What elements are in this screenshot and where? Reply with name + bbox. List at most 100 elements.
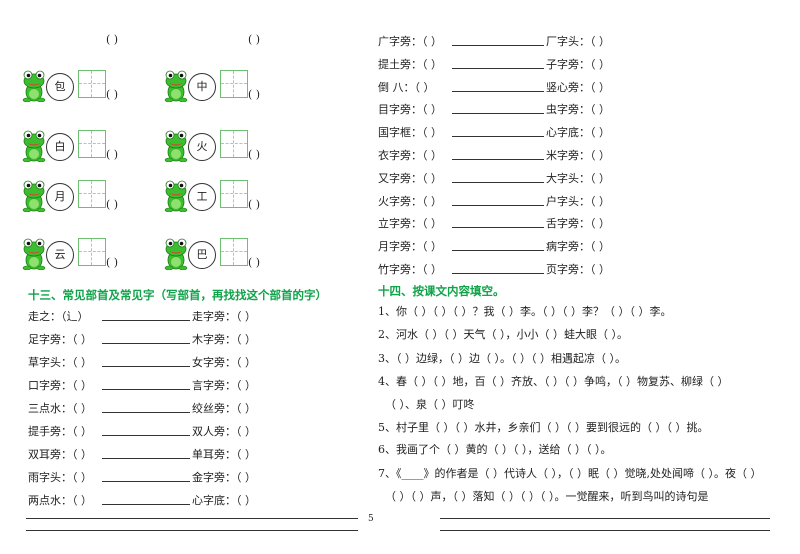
- radical-label-right: 大字头：（ ）: [546, 171, 610, 185]
- answer-paren: ( ): [248, 88, 261, 101]
- answer-underline: [102, 435, 190, 436]
- answer-paren: ( ): [106, 256, 119, 269]
- radical-label-right: 女字旁：（ ）: [192, 356, 256, 369]
- page-number: 5: [368, 514, 374, 524]
- radical-label-left: 提土旁：（ ）: [378, 57, 442, 71]
- radical-label-left: 衣字旁：（ ）: [378, 149, 442, 162]
- radical-label-left: 月字旁：（ ）: [378, 240, 442, 254]
- answer-underline: [452, 204, 544, 206]
- radical-label-right: 竖心旁：（ ）: [546, 80, 610, 94]
- radical-label-left: 三点水：（ ）: [28, 402, 92, 415]
- answer-underline: [452, 227, 544, 229]
- radical-label-left: 两点水：（ ）: [28, 494, 92, 507]
- radical-label-left: 双耳旁：（ ）: [28, 448, 92, 461]
- radical-label-right: 走字旁：（ ）: [192, 310, 256, 323]
- frog-icon: [164, 130, 188, 162]
- writing-grid: [78, 180, 106, 208]
- radical-label-left: 倒 八：（ ）: [378, 80, 435, 94]
- answer-underline: [452, 159, 544, 160]
- writing-grid: [78, 130, 106, 158]
- character-circle: 云: [46, 241, 74, 269]
- character-circle: 月: [46, 183, 74, 211]
- radical-label-right: 户字头：（ ）: [546, 194, 610, 208]
- radical-label-right: 心字底：（ ）: [546, 126, 610, 140]
- writing-grid: [220, 238, 248, 266]
- writing-grid: [220, 180, 248, 208]
- fill-blank-line: 3、（ ）边绿，（ ）边（ ）。（ ）（ ）相遇起凉（ ）。: [378, 352, 626, 365]
- answer-underline: [452, 45, 544, 46]
- radical-label-left: 目字旁：（ ）: [378, 103, 442, 117]
- frog-icon: [164, 238, 188, 270]
- radical-label-left: 走之：（辶）: [28, 310, 89, 323]
- answer-paren: ( ): [248, 198, 261, 211]
- radical-label-left: 竹字旁：（ ）: [378, 263, 442, 276]
- fill-blank-line: 5、村子里（ ）（ ）水井，乡亲们（ ）（ ）要到很远的（ ）（ ）挑。: [378, 421, 709, 434]
- answer-underline: [102, 504, 190, 505]
- footer-rule: [26, 530, 358, 531]
- top-paren-left: ( ): [106, 33, 119, 46]
- radical-label-right: 心字底：（ ）: [192, 494, 256, 507]
- fill-blank-line: 6、我画了个（ ）黄的（ ）（ ），送给（ ）（ ）。: [378, 443, 612, 456]
- fill-blank-line: 4、春（ ）（ ）地，百（ ）齐放、（ ）（ ）争鸣，（ ）物复苏、柳绿（ ）: [378, 375, 729, 388]
- radical-label-left: 国字框：（ ）: [378, 126, 442, 140]
- footer-rule: [440, 530, 770, 531]
- frog-icon: [164, 70, 188, 102]
- top-paren-right: ( ): [248, 33, 261, 46]
- frog-icon: [22, 130, 46, 162]
- radical-label-right: 双人旁：（ ）: [192, 425, 256, 438]
- fill-blank-line: 2、河水（ ）（ ）天气（ ），小小（ ）蛙大眼（ ）。: [378, 328, 628, 341]
- radical-label-right: 虫字旁：（ ）: [546, 103, 610, 117]
- writing-grid: [78, 238, 106, 266]
- answer-paren: ( ): [248, 256, 261, 269]
- answer-underline: [102, 412, 190, 413]
- answer-underline: [452, 181, 544, 183]
- answer-underline: [452, 250, 544, 252]
- answer-paren: ( ): [106, 148, 119, 161]
- radical-label-right: 页字旁：（ ）: [546, 263, 610, 276]
- section13-title: 十三、常见部首及常见字（写部首，再找找这个部首的字）: [28, 288, 327, 302]
- fill-blank-line: 1、你（ ）（ ）（ ）？我（ ）李。（ ）（ ）李？（ ）（ ）李。: [378, 305, 672, 318]
- radical-label-right: 厂字头：（ ）: [546, 35, 610, 48]
- section14-title: 十四、按课文内容填空。: [378, 284, 505, 298]
- radical-label-right: 病字旁：（ ）: [546, 240, 610, 254]
- frog-icon: [164, 180, 188, 212]
- radical-label-left: 足字旁：（ ）: [28, 333, 92, 346]
- writing-grid: [78, 70, 106, 98]
- radical-label-right: 舌字旁：（ ）: [546, 217, 610, 231]
- radical-label-right: 金字旁：（ ）: [192, 471, 256, 484]
- radical-label-right: 绞丝旁：（ ）: [192, 402, 256, 415]
- answer-underline: [452, 273, 544, 274]
- radical-label-left: 提手旁：（ ）: [28, 425, 92, 438]
- answer-underline: [102, 366, 190, 367]
- answer-underline: [102, 320, 190, 321]
- answer-underline: [452, 113, 544, 115]
- answer-underline: [102, 343, 190, 344]
- radical-label-left: 雨字头：（ ）: [28, 471, 92, 484]
- fill-blank-line: （ ）、泉（ ）叮咚: [385, 398, 475, 411]
- answer-underline: [452, 67, 544, 69]
- footer-rule: [440, 518, 770, 519]
- answer-underline: [102, 481, 190, 482]
- character-circle: 火: [188, 133, 216, 161]
- radical-label-left: 广字旁：（ ）: [378, 35, 442, 48]
- frog-icon: [22, 70, 46, 102]
- answer-paren: ( ): [248, 148, 261, 161]
- answer-underline: [452, 136, 544, 138]
- writing-grid: [220, 70, 248, 98]
- frog-icon: [22, 180, 46, 212]
- radical-label-right: 子字旁：（ ）: [546, 57, 610, 71]
- writing-grid: [220, 130, 248, 158]
- frog-icon: [22, 238, 46, 270]
- character-circle: 白: [46, 133, 74, 161]
- answer-paren: ( ): [106, 198, 119, 211]
- radical-label-left: 草字头：（ ）: [28, 356, 92, 369]
- answer-paren: ( ): [106, 88, 119, 101]
- radical-label-left: 口字旁：（ ）: [28, 379, 92, 392]
- radical-label-right: 米字旁：（ ）: [546, 149, 610, 162]
- character-circle: 包: [46, 73, 74, 101]
- character-circle: 中: [188, 73, 216, 101]
- answer-underline: [102, 458, 190, 459]
- answer-underline: [102, 389, 190, 390]
- character-circle: 巴: [188, 241, 216, 269]
- radical-label-left: 火字旁：（ ）: [378, 194, 442, 208]
